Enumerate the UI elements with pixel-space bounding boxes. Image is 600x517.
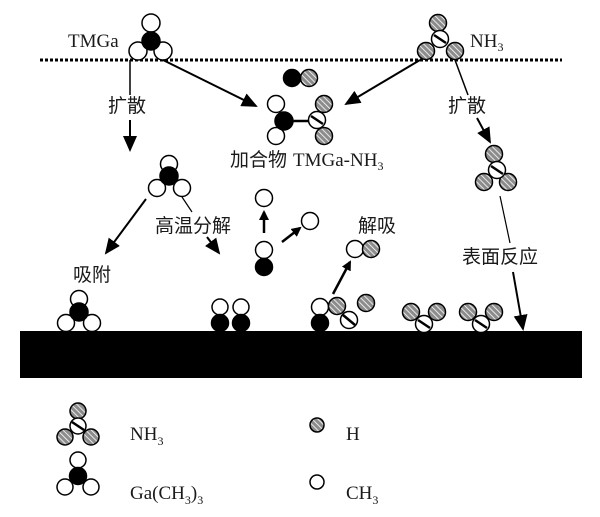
pyrolysis-line (181, 196, 193, 213)
legend-tmga-subscript: 3 (197, 493, 203, 507)
methyl-release-arrow-diag (281, 226, 302, 243)
legend-hydrogen-symbol (309, 417, 325, 433)
ga-methyl-fragment (254, 240, 274, 277)
legend-nh3-symbol (56, 402, 100, 446)
tmga-to-adduct-arrow (162, 59, 258, 107)
adsorption-arrow (104, 198, 147, 255)
ch4-desorbed (345, 239, 381, 259)
diffusion-label-left: 扩散 (108, 95, 146, 117)
legend: NH3 Ga(CH3)3 H CH3 (56, 402, 378, 507)
pyrolysis-label: 高温分解 (155, 215, 231, 237)
ga-h-pair (282, 68, 319, 88)
surface-desorption-site (310, 293, 376, 333)
desorption-label: 解吸 (358, 215, 396, 237)
tmga-molecule-diffused (147, 154, 192, 198)
adduct-molecule (266, 94, 334, 146)
nh3-diffusion-arrow (476, 117, 491, 144)
legend-tmga-symbol (56, 451, 100, 496)
diffusion-label-right: 扩散 (448, 95, 486, 117)
methyl-released-right (300, 211, 320, 231)
tmga-label: TMGa (68, 31, 119, 52)
methyl-released-up (254, 188, 274, 208)
pyrolysis-arrow (205, 236, 221, 255)
legend-tmga-label: Ga(CH3)3 (130, 483, 203, 507)
adsorbed-tmga (56, 289, 102, 333)
adsorption-label: 吸附 (73, 264, 111, 286)
legend-nh3-label: NH3 (130, 424, 163, 448)
legend-methyl-symbol (309, 474, 325, 490)
surface-reaction-arrow (512, 271, 528, 331)
substrate (20, 331, 582, 378)
legend-methyl-label: CH3 (346, 483, 378, 507)
nh3-label: NH3 (470, 31, 503, 54)
nh3-diffusion-line (454, 59, 469, 96)
tmga-molecule-top (128, 13, 173, 61)
legend-hydrogen-label: H (346, 424, 360, 445)
surface-reaction-label: 表面反应 (462, 246, 538, 268)
surface-reaction-line (499, 195, 511, 244)
adsorbed-nh2-2 (458, 302, 504, 334)
nh3-molecule-top (416, 13, 465, 61)
nh3-molecule-diffused (474, 144, 518, 192)
nh3-to-adduct-arrow (344, 59, 421, 106)
adsorbed-gach3-pair (210, 298, 251, 333)
adsorbed-nh2-1 (401, 302, 447, 334)
desorption-arrow (331, 260, 352, 295)
